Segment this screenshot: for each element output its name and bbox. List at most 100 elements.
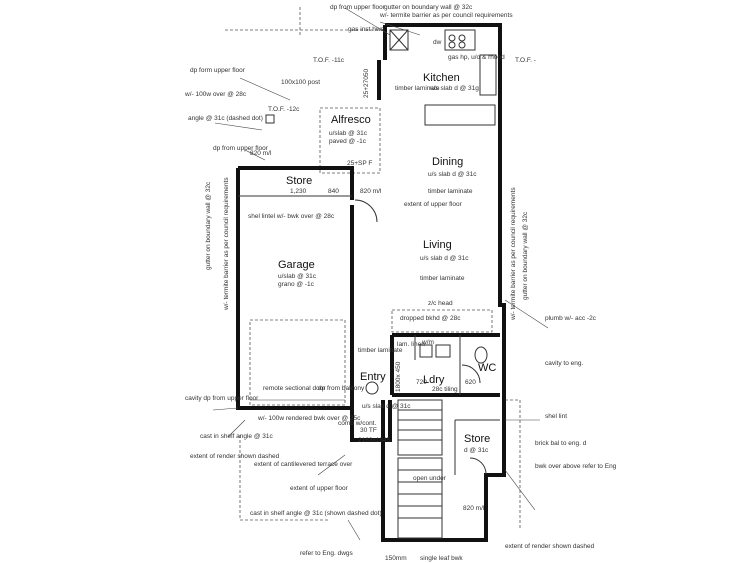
toilet-outline <box>474 346 488 364</box>
note-lam-linen: lam. linen <box>397 341 425 348</box>
alfresco-post <box>265 114 275 124</box>
note-brick-right: brick bal to eng. d <box>535 440 587 447</box>
note-bottom-a: refer to Eng. dwgs <box>300 550 353 557</box>
note-bottom-c: single leaf bwk <box>420 555 463 562</box>
note-lintel: shel lintel w/- bwk over @ 28c <box>248 213 335 220</box>
bulkhead-outline <box>391 309 493 333</box>
store-top-wall <box>238 166 354 200</box>
note-zc: z/c head <box>428 300 453 307</box>
note-entry-tf: 30 TF <box>360 427 377 434</box>
note-living-floor: timber laminate <box>420 275 465 282</box>
note-cast-in-left: cast in shelf angle @ 31c <box>200 433 273 440</box>
room-label-store-top: Store <box>286 175 312 187</box>
note-1800: 1800x 450 <box>395 361 402 392</box>
note-garage-grano: grano @ -1c <box>278 281 315 288</box>
note-cavity-right: cavity to eng. <box>545 360 583 367</box>
note-gutter-left: gutter on boundary wall @ 32c <box>205 181 212 270</box>
note-820-alf: 820 m/l <box>250 150 272 157</box>
note-plumb: plumb w/- acc -2c <box>545 315 597 322</box>
note-dp-upper-alf: dp from upper floor <box>213 145 269 152</box>
note-tiling: 28c tiling <box>432 386 458 393</box>
room-label-dining: Dining <box>432 156 463 168</box>
note-right-termite: w/- termite barrier as per council requi… <box>510 187 517 321</box>
cooktop-outline <box>444 29 476 51</box>
note-tof-right: T.O.F. - <box>515 57 536 64</box>
note-store-dim2: 840 <box>328 188 339 195</box>
note-shelf-right: shel lint <box>545 413 567 420</box>
note-tof-alf: T.O.F. -12c <box>268 106 300 113</box>
note-rendered-bwk: w/- 100w rendered bwk over @ 25c <box>257 415 361 422</box>
note-alfresco-slab: u/slab @ 31c <box>329 130 368 137</box>
note-dp-upper-floor-top: dp from upper floor <box>330 4 386 11</box>
door-swing-wc <box>461 364 481 384</box>
note-bulkhead: dropped bkhd @ 28c <box>400 315 461 322</box>
note-open-under: open under <box>413 475 447 482</box>
note-cast-in-bottom: cast in shelf angle @ 31c (shown dashed … <box>250 510 382 517</box>
note-gas-inst: gas inst hws <box>348 26 385 33</box>
room-label-alfresco: Alfresco <box>331 114 371 126</box>
note-820-store: 820 m/l <box>360 188 382 195</box>
note-termite-top: w/- termite barrier as per council requi… <box>379 12 513 19</box>
garage-outer-wall <box>236 168 350 410</box>
note-entry-dim: 2163x1845 <box>358 437 391 444</box>
note-render-dashed: extent of render shown dashed <box>190 453 280 460</box>
note-dim-2561: 25+27050 <box>363 69 370 98</box>
note-tof-left: T.O.F. -11c <box>313 57 345 64</box>
note-termite-left: w/- termite barrier as per council requi… <box>223 177 230 311</box>
note-kitchen-slab: u/s slab d @ 31g <box>430 85 479 92</box>
entry-smoke-alarm-icon <box>365 381 379 395</box>
note-gas-hp: gas hp, u/o & rhood <box>448 54 505 61</box>
note-alfresco-paved: paved @ -1c <box>329 138 367 145</box>
room-label-wc: WC <box>478 362 496 374</box>
door-swing-store <box>354 199 378 223</box>
note-entry-slab: u/s slab d @ 31c <box>362 403 411 410</box>
kitchen-island <box>424 104 496 126</box>
note-820-bottom: 820 m/l <box>463 505 485 512</box>
note-post: 100x100 post <box>281 79 320 86</box>
note-wm: w/m <box>421 339 434 346</box>
note-dining-floor: timber laminate <box>428 188 473 195</box>
room-label-laundry: Ldry <box>423 374 445 386</box>
note-store-slab: d @ 31c <box>464 447 489 454</box>
note-angle: angle @ 31c (dashed dot) <box>188 115 263 122</box>
note-720: 720 <box>416 379 427 386</box>
note-620: 620 <box>465 379 476 386</box>
outer-wall-right <box>381 23 506 542</box>
note-right-gutter: gutter on boundary wall @ 32c <box>522 211 529 300</box>
entry-bottom-wall <box>350 400 392 442</box>
note-dw: dw <box>433 39 442 46</box>
note-cavity-dp: cavity dp from upper floor <box>185 395 259 402</box>
sink-outline <box>389 29 409 51</box>
note-garage-door: remote sectional door <box>263 385 326 392</box>
note-timber-laminate: timber laminate <box>358 347 403 354</box>
stair-upper-block <box>397 399 443 456</box>
note-comb: comb w/cont. <box>338 420 376 427</box>
room-label-entry: Entry <box>360 371 386 383</box>
note-store-dim1: 1,230 <box>290 188 307 195</box>
note-living-slab: u/s slab d @ 31c <box>420 255 469 262</box>
render-extent-left <box>239 435 330 521</box>
note-garage-slab: u/slab @ 31c <box>278 273 317 280</box>
garage-door-swing <box>249 319 346 406</box>
note-sp-mark: 25+SP F <box>347 160 372 167</box>
note-upper-floor-extent: extent of upper floor <box>404 201 463 208</box>
room-label-living: Living <box>423 239 452 251</box>
note-render-right: extent of render shown dashed <box>505 543 595 550</box>
room-label-store-bottom: Store <box>464 433 490 445</box>
fridge-outline <box>479 54 497 96</box>
note-kitchen-tile: timber laminate <box>395 85 440 92</box>
stair-lower-block <box>397 457 443 539</box>
note-dp-upper-left: dp form upper floor <box>190 67 246 74</box>
render-extent-right <box>505 399 521 530</box>
note-dining-slab: u/s slab d @ 31c <box>428 171 477 178</box>
note-bwk-right: bwk over above refer to Eng <box>535 463 617 470</box>
note-cantilevered: extent of cantilevered terrace over <box>254 461 353 468</box>
room-label-kitchen: Kitchen <box>423 72 460 84</box>
room-label-garage: Garage <box>278 259 315 271</box>
note-gutter-top: gutter on boundary wall @ 32c <box>384 4 473 11</box>
door-swing-store-bottom <box>469 457 487 475</box>
note-upper-floor-bottom: extent of upper floor <box>290 485 349 492</box>
note-bottom-b: 150mm <box>385 555 407 562</box>
note-beam: w/- 100w over @ 28c <box>184 91 247 98</box>
